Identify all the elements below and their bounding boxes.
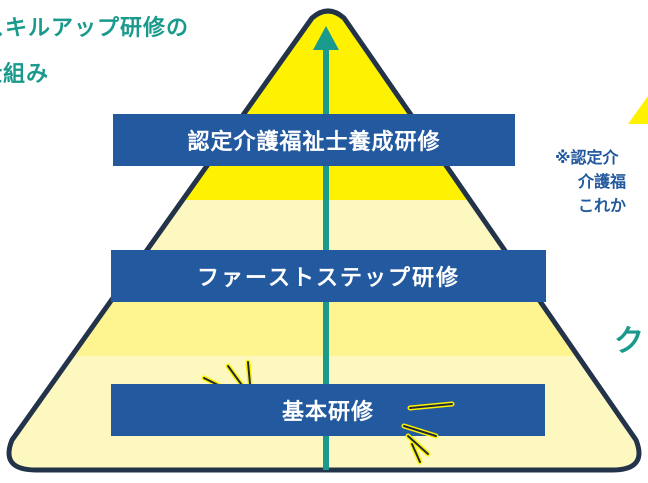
side-note-line2: 介護福 <box>578 172 627 191</box>
side-note-line1: ※認定介 <box>555 148 619 167</box>
side-note-line3: これか <box>578 196 627 215</box>
tier-middle-label: ファーストステップ研修 <box>111 250 546 302</box>
diagram-heading-line1: スキルアップ研修の <box>0 16 190 41</box>
tier-top-label: 認定介護福祉士養成研修 <box>113 114 515 166</box>
pyramid-outline <box>6 8 642 473</box>
side-decoration-triangle <box>628 96 648 124</box>
partial-heading-glyph: ク <box>614 324 644 359</box>
tier-bottom-label: 基本研修 <box>111 384 545 436</box>
diagram-heading-line2: 仕組み <box>0 62 50 87</box>
ascending-arrow-head <box>313 26 339 50</box>
